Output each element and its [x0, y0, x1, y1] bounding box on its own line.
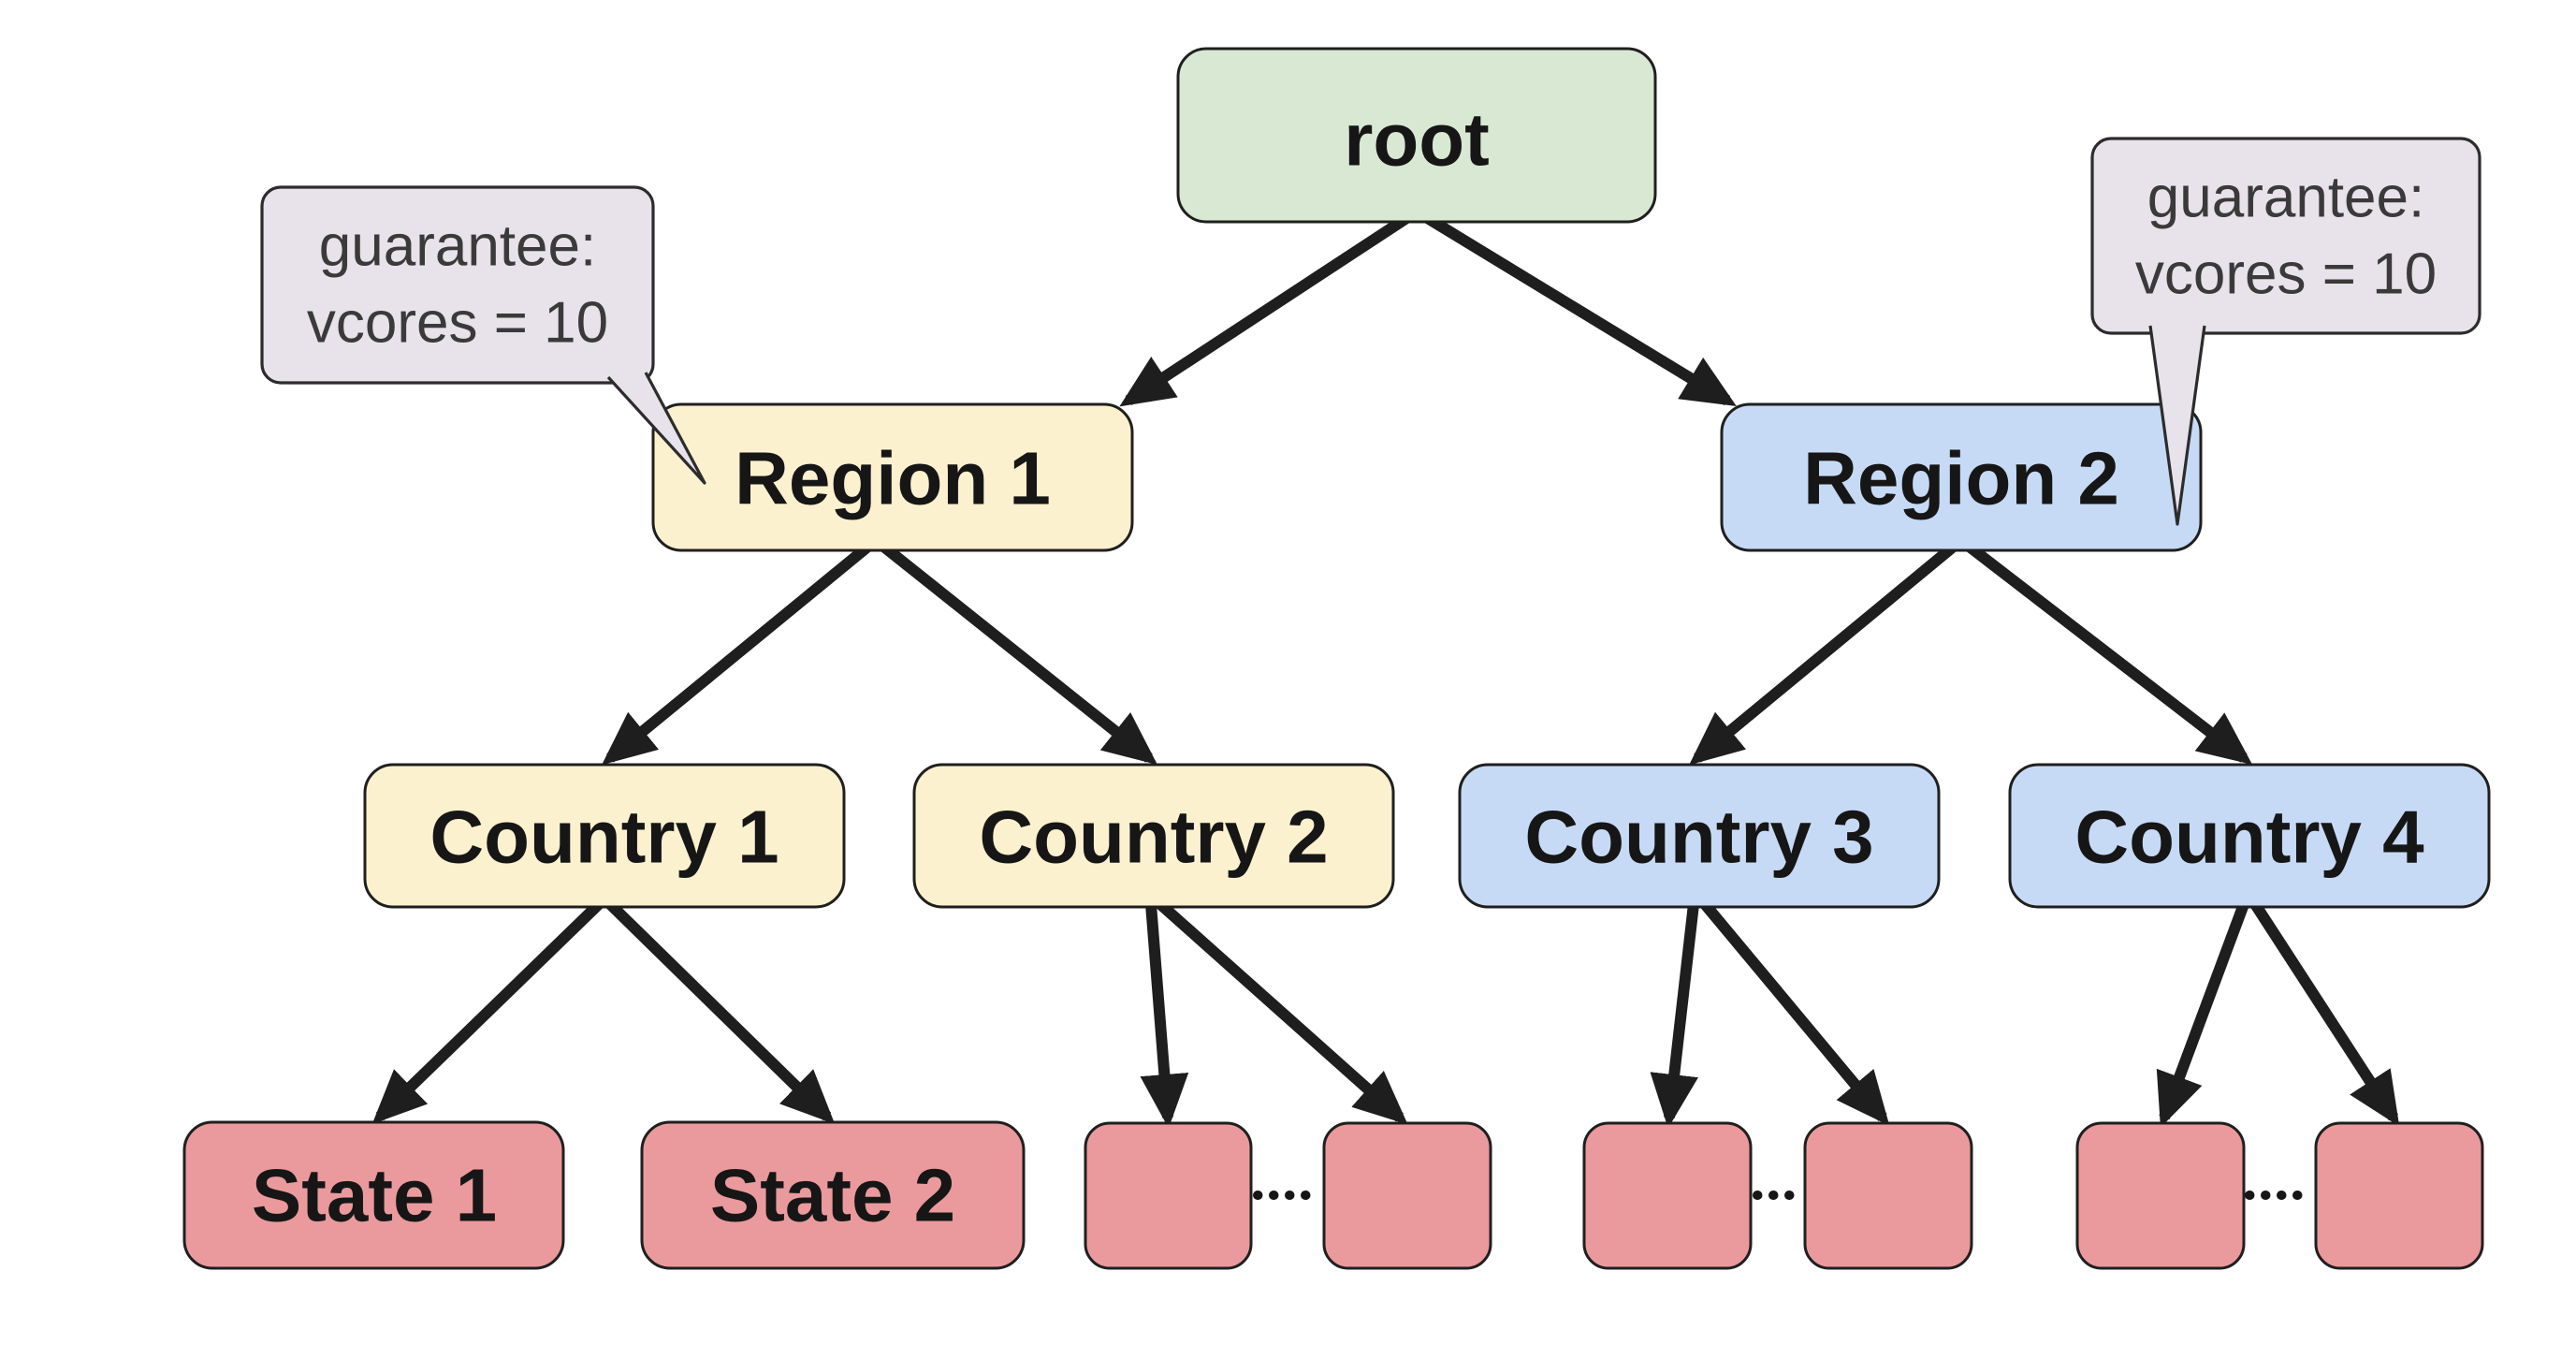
callout-left-tail [606, 372, 706, 485]
node-region2-box [1720, 402, 2203, 552]
node-leaf-c2-box [2314, 1121, 2484, 1270]
node-state1-box [182, 1120, 565, 1270]
edge-country1-state2 [605, 899, 836, 1125]
node-country4-box [2008, 763, 2491, 909]
callout-right-line1: guarantee: [2147, 166, 2424, 230]
callout-right-box [2090, 137, 2481, 335]
callout-right-line2: vcores = 10 [2135, 242, 2437, 307]
edge-country4-leaf-c1 [2156, 901, 2249, 1128]
node-state1-label: State 1 [252, 1154, 497, 1237]
edge-region1-country1 [602, 540, 874, 766]
node-state2-box [640, 1120, 1026, 1270]
node-region1-label: Region 1 [735, 437, 1051, 520]
node-country1-box [363, 763, 846, 909]
callout-left-line2: vcores = 10 [307, 291, 608, 356]
callout-left: guarantee: vcores = 10 [260, 185, 706, 485]
node-state2-label: State 2 [710, 1154, 955, 1237]
node-leaf-a1-box [1084, 1121, 1253, 1270]
edge-country2-leaf-a1 [1140, 903, 1189, 1129]
node-country3-box [1458, 763, 1941, 909]
node-leaf-b2-box [1803, 1121, 1973, 1270]
node-root-label: root [1344, 98, 1490, 182]
edge-country3-leaf-b1 [1650, 903, 1699, 1129]
callout-right: guarantee: vcores = 10 [2090, 137, 2481, 526]
edge-region1-country2 [878, 540, 1158, 766]
node-region2-label: Region 2 [1803, 437, 2119, 520]
edge-root-region1 [1119, 206, 1420, 407]
node-country2-box [912, 763, 1395, 909]
edge-root-region2 [1413, 206, 1737, 406]
node-root-box [1176, 47, 1657, 224]
edge-region2-country4 [1963, 540, 2253, 766]
edge-region2-country3 [1689, 540, 1959, 766]
node-country1-label: Country 1 [429, 796, 779, 879]
edge-country4-leaf-c2 [2249, 900, 2400, 1127]
node-leaf-a2-box [1322, 1121, 1492, 1270]
node-country3-label: Country 3 [1524, 796, 1873, 879]
node-country2-label: Country 2 [979, 796, 1328, 879]
edge-country1-state1 [371, 899, 604, 1125]
callout-left-line1: guarantee: [319, 214, 596, 279]
node-region1-box [651, 402, 1134, 552]
edge-country3-leaf-b2 [1700, 900, 1890, 1126]
callout-right-tail [2148, 325, 2206, 526]
node-leaf-c1-box [2075, 1121, 2246, 1270]
edge-country2-leaf-a2 [1157, 899, 1408, 1125]
node-leaf-b1-box [1582, 1121, 1753, 1270]
node-country4-label: Country 4 [2074, 796, 2424, 879]
callout-left-box [260, 185, 655, 385]
